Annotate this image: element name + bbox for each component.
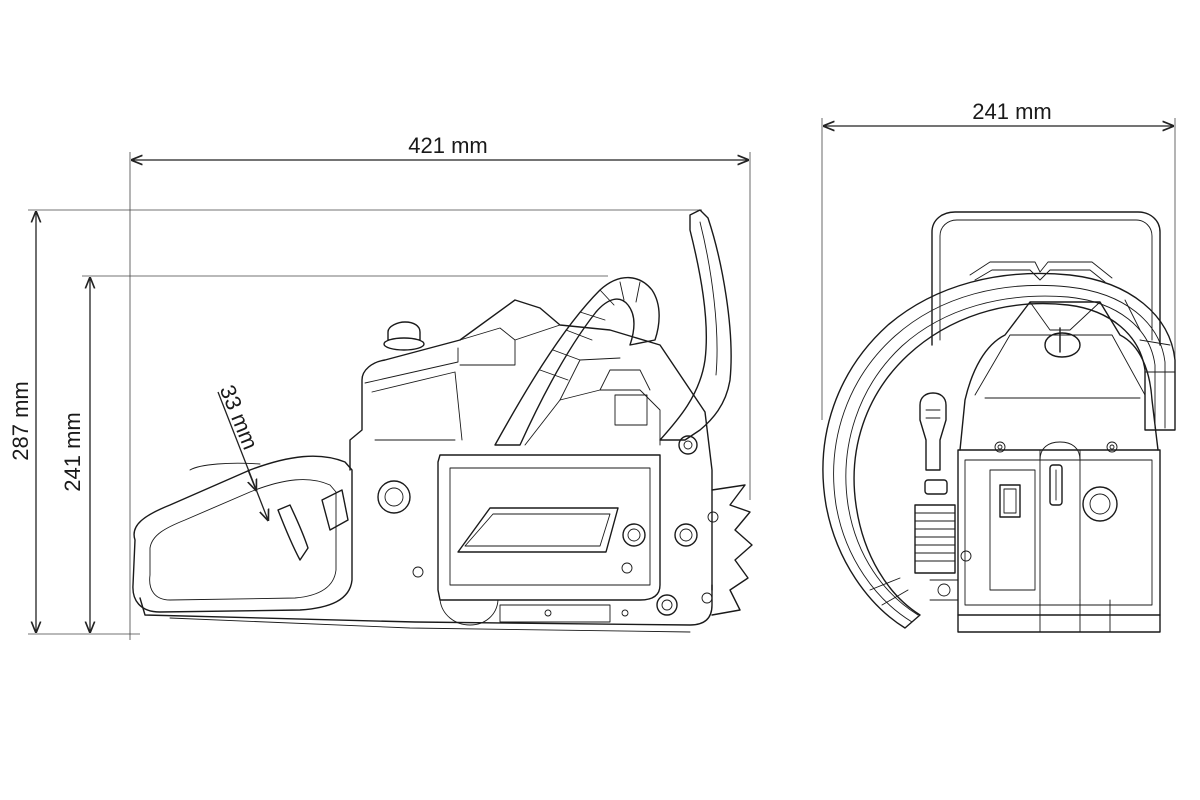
dimension-handle-width: 33 mm [215,381,268,520]
engine-housing [349,299,713,591]
bumper-spikes [711,484,753,616]
dimension-body-height: 241 mm [60,275,608,632]
dimension-side-length: 421 mm [129,133,751,640]
fuel-cap [387,321,421,341]
side-view [132,209,753,633]
bar-nut-1 [622,523,646,547]
side-length-label: 421 mm [408,133,487,158]
total-height-label: 287 mm [8,381,33,460]
base-plate [139,584,713,626]
sprocket-cover [437,454,661,601]
rear-handle-top [931,211,1161,346]
handle-width-label: 33 mm [215,381,263,453]
bar-nut-2 [674,523,698,547]
front-body-block [957,449,1161,616]
front-knob [1082,486,1118,522]
chain-brake [659,209,732,441]
cooling-fins [914,504,956,574]
rear-handle [132,455,353,613]
dimension-total-height: 287 mm [8,209,702,635]
front-engine-housing [959,301,1159,451]
trigger [277,504,309,561]
choke-lever [919,392,947,471]
front-handle [494,276,660,446]
front-fuel-cap [1044,332,1081,358]
stop-switch [999,484,1021,518]
front-width-label: 241 mm [972,99,1051,124]
dimension-front-width: 241 mm [821,99,1176,420]
cover-window [457,507,619,553]
front-handle-loop [822,272,1176,629]
rear-knob [377,480,411,514]
front-view [822,211,1176,633]
body-height-label: 241 mm [60,412,85,491]
